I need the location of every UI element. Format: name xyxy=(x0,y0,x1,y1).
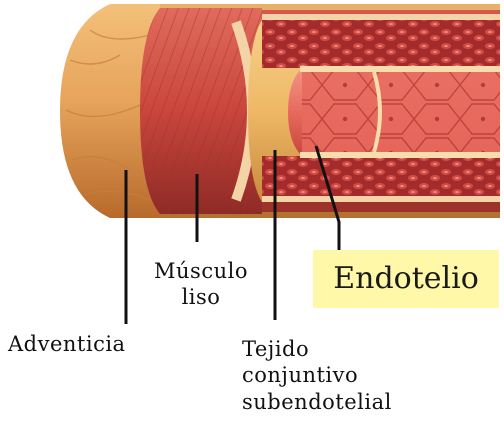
label-endotelio: Endotelio xyxy=(313,250,499,308)
label-tejido-line1: Tejido xyxy=(242,336,392,362)
label-tejido: Tejido conjuntivo subendotelial xyxy=(242,336,392,415)
label-tejido-line3: subendotelial xyxy=(242,389,392,415)
label-adventicia: Adventicia xyxy=(8,331,126,357)
endothelium-layer xyxy=(288,66,500,158)
label-musculo-line1: Músculo xyxy=(140,258,262,284)
endotelio-highlight: Endotelio xyxy=(313,250,499,308)
label-tejido-line2: conjuntivo xyxy=(242,362,392,388)
label-musculo-liso: Músculo liso xyxy=(140,258,262,311)
label-musculo-line2: liso xyxy=(140,284,262,310)
